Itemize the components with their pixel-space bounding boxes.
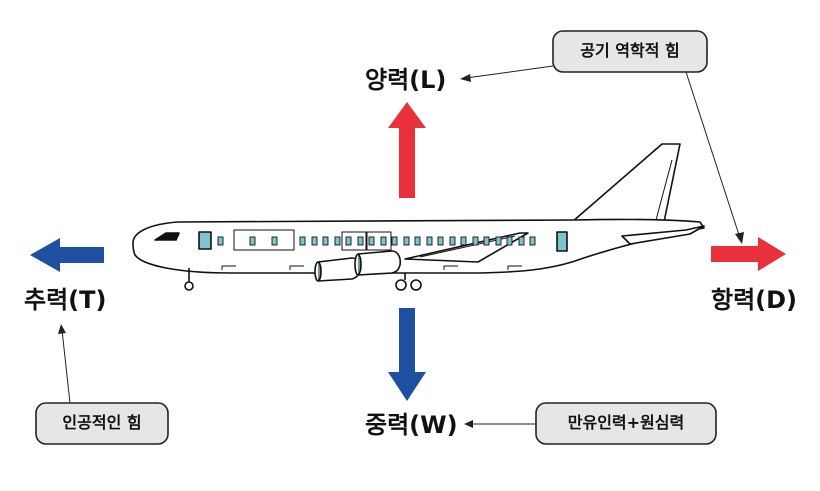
pointer-to-drag (685, 71, 741, 239)
cabin-window (472, 236, 479, 246)
horizontal-stabilizer (621, 225, 705, 245)
cabin-window (414, 236, 421, 246)
lift-label: 양력(L) (365, 66, 447, 94)
cabin-window (345, 236, 352, 246)
engine-right (354, 250, 402, 276)
pointer-heads (58, 74, 744, 428)
main-wheel-2 (410, 279, 422, 291)
lift-arrow-up-icon (388, 102, 426, 198)
cabin-window (506, 236, 513, 246)
cabin-windows (217, 236, 536, 246)
cabin-window (518, 236, 525, 246)
cabin-window (495, 236, 502, 246)
cabin-window (437, 236, 444, 246)
cabin-window (334, 236, 341, 246)
note-gravity: 만유인력+원심력 (567, 413, 685, 432)
cabin-window (368, 236, 375, 246)
cabin-window (426, 236, 433, 246)
cabin-window (529, 236, 536, 246)
note-box-artificial (35, 402, 169, 445)
fuselage (132, 218, 705, 274)
thrust-label: 추력(T) (24, 286, 107, 314)
cabin-window (380, 236, 387, 246)
wing-panel (233, 229, 295, 251)
nose-wheel (184, 281, 194, 291)
pointer-to-lift (465, 65, 554, 79)
cabin-window (299, 236, 306, 246)
tail-fin (571, 143, 681, 223)
pointer-head-drag (735, 232, 744, 244)
cockpit-window (154, 232, 180, 241)
pointer-to-thrust (61, 329, 71, 404)
pointer-head-weight (464, 420, 473, 428)
cabin-window (483, 236, 490, 246)
weight-arrow-down-icon (388, 308, 426, 401)
weight-label: 중력(W) (365, 411, 458, 439)
door-front (198, 231, 212, 250)
cabin-window (217, 236, 224, 246)
cabin-window (357, 236, 364, 246)
cabin-window (449, 236, 456, 246)
drag-arrow-right-icon (711, 237, 786, 271)
note-aerodynamic: 공기 역학적 힘 (580, 41, 680, 60)
engine-left (314, 257, 362, 282)
cabin-window (322, 236, 329, 246)
thrust-arrow-left-icon (30, 238, 104, 272)
drag-label: 항력(D) (711, 286, 798, 314)
cabin-window (311, 236, 318, 246)
pointer-lines (61, 65, 741, 425)
door-rear (556, 231, 568, 252)
airplane-illustration (132, 143, 705, 291)
cabin-window (460, 236, 467, 246)
cabin-window (249, 236, 256, 246)
pointer-head-lift (460, 74, 471, 82)
note-box-aerodynamic (552, 30, 708, 73)
cabin-window (271, 236, 278, 246)
main-wheel-1 (395, 279, 407, 291)
pointer-head-thrust (58, 324, 66, 334)
note-artificial: 인공적인 힘 (62, 413, 142, 432)
cabin-window (391, 236, 398, 246)
cabin-window (403, 236, 410, 246)
